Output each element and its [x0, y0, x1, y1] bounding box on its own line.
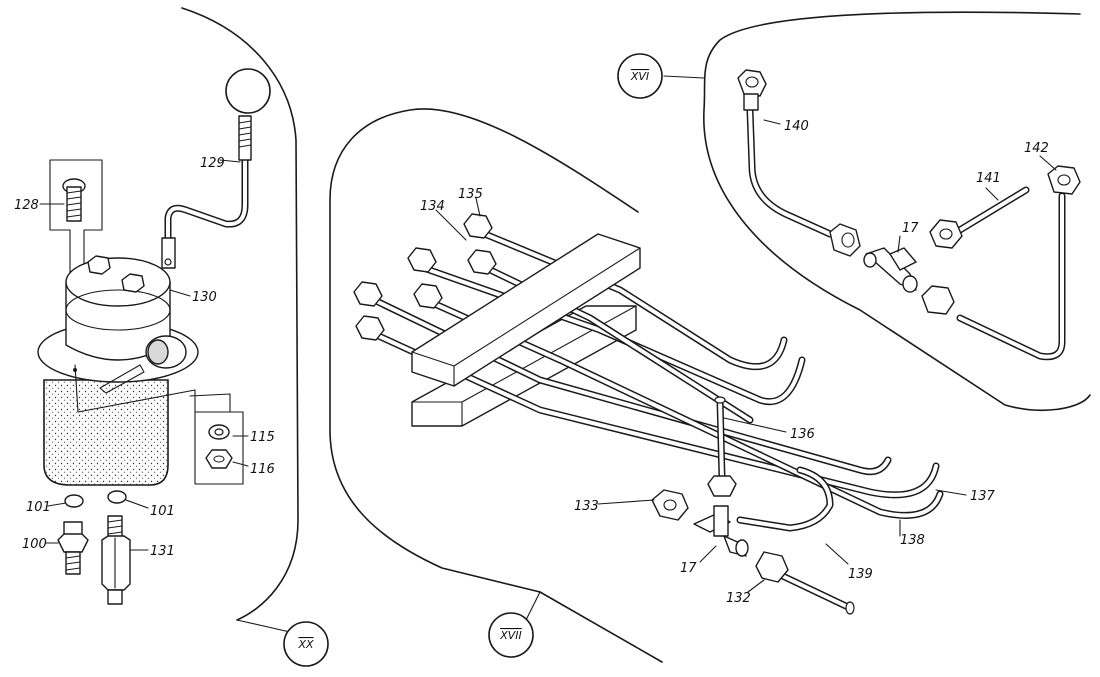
label-136: 136 [790, 427, 815, 442]
round-plate [225, 68, 271, 114]
mounting-plate [411, 305, 637, 427]
label-140: 140 [784, 119, 809, 134]
label-137: 137 [970, 489, 996, 504]
label-132: 132 [726, 591, 751, 606]
view-marker-xx: XX [283, 621, 329, 667]
part-130-reservoir [37, 255, 231, 486]
label-128: 128 [14, 198, 39, 213]
leaders-xx [39, 159, 249, 551]
label-130: 130 [192, 290, 217, 305]
view-marker-xvii: XVII [488, 612, 534, 658]
part-142-pipe [921, 165, 1081, 361]
part-128-screw [49, 159, 103, 286]
label-116: 116 [250, 462, 275, 477]
part-101-washer-left [64, 494, 84, 508]
pipe-bundle [366, 228, 944, 532]
part-141-pipe [929, 186, 1030, 249]
leaders-xvii [435, 197, 967, 593]
part-136-vertical-pipe [707, 396, 737, 497]
label-129: 129 [200, 156, 225, 171]
part-133-nut [651, 489, 689, 521]
label-17-upper: 17 [902, 221, 919, 236]
part-17-tee-lower [693, 505, 749, 557]
view-marker-xvi: XVI [617, 53, 663, 99]
part-129-bent-pipe [161, 115, 252, 269]
label-142: 142 [1024, 141, 1049, 156]
part-labels: 129 128 130 115 116 101 101 100 131 135 … [14, 119, 1049, 606]
leaders-xvi [763, 119, 1057, 253]
label-138: 138 [900, 533, 925, 548]
clamp-bar [411, 233, 641, 387]
label-134: 134 [420, 199, 445, 214]
detail-box-115-116 [194, 411, 244, 485]
view-xx-boundary [181, 7, 299, 633]
pipe-end-nuts [353, 213, 497, 341]
view-xvi-boundary [663, 11, 1091, 411]
part-132-pipe [755, 551, 855, 615]
view-label-xx: XX [297, 638, 314, 651]
label-131: 131 [150, 544, 175, 559]
view-label-xvi: XVI [630, 70, 649, 83]
label-133: 133 [574, 499, 599, 514]
label-115: 115 [250, 430, 275, 445]
label-17-lower: 17 [680, 561, 697, 576]
label-100: 100 [22, 537, 47, 552]
label-141: 141 [976, 171, 1001, 186]
part-100-fitting [57, 521, 89, 575]
view-xvii-boundary [329, 108, 663, 663]
view-label-xvii: XVII [499, 629, 522, 642]
part-131-fitting [101, 515, 131, 605]
part-17-tee-upper [863, 247, 918, 293]
label-139: 139 [848, 567, 873, 582]
part-140-pipe [737, 69, 861, 257]
label-135: 135 [458, 187, 483, 202]
label-101-right: 101 [150, 504, 175, 519]
part-101-washer-right [107, 490, 127, 504]
label-101-left: 101 [26, 500, 51, 515]
